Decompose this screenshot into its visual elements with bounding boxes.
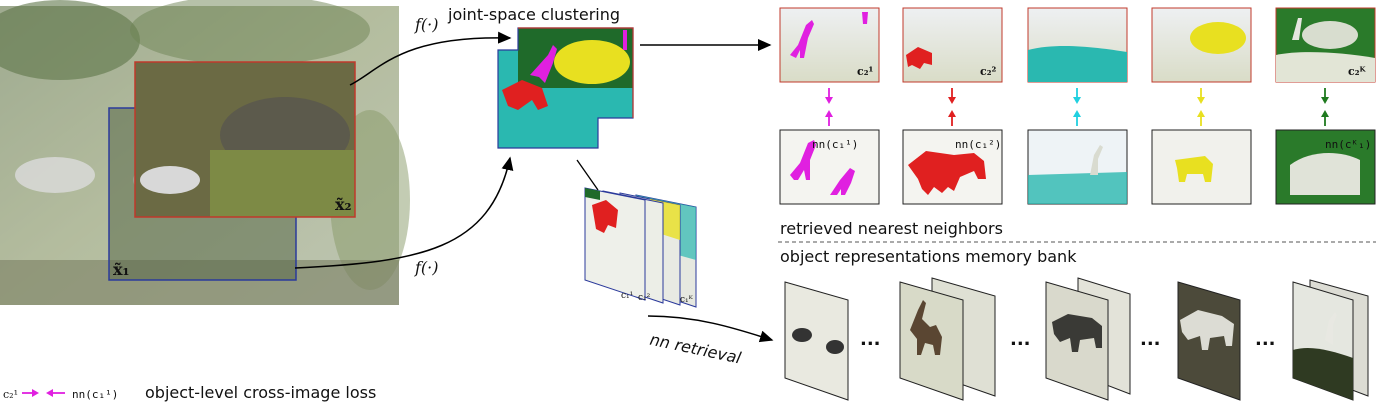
stack-label-1: c₁¹ [621, 291, 633, 301]
view-x2 [134, 61, 356, 218]
memory-bank-title: object representations memory bank [780, 247, 1077, 266]
nn-retrieval-label: nn retrieval [648, 330, 743, 368]
loss-arrowhead-down-1 [825, 97, 833, 104]
nn-2-label: nn(c₁²) [955, 138, 1001, 151]
loss-arrowhead-down-2 [948, 97, 956, 104]
memory-item-3 [1045, 277, 1131, 401]
nn-k-label: nn(cᴷ₁) [1325, 138, 1371, 151]
cluster-thumb-3 [1027, 7, 1128, 83]
loss-arrowhead-up-2 [948, 110, 956, 117]
f-bottom-arrow [294, 156, 514, 269]
memory-item-2 [899, 277, 996, 401]
x2-label: x̃₂ [335, 195, 352, 214]
stack-label-k: c₁ᴷ [680, 295, 694, 305]
joint-cluster-map [497, 27, 634, 149]
cluster-thumb-2 [902, 7, 1003, 83]
stack-label-2: c₁² [638, 293, 651, 303]
legend-arrows [22, 389, 65, 397]
f-top-label: f(·) [414, 15, 439, 34]
x1-label: x̃₁ [113, 260, 130, 279]
nn-thumb-4 [1151, 129, 1252, 205]
loss-arrowhead-up-3 [1073, 110, 1081, 117]
legend-description: object-level cross-image loss [145, 383, 376, 402]
to-stack-line [576, 159, 599, 191]
nn-thumb-1 [779, 129, 880, 205]
cluster-thumb-4 [1151, 7, 1252, 83]
memory-item-4 [1177, 281, 1241, 401]
memory-item-1 [784, 281, 849, 401]
cluster-thumb-5 [1275, 7, 1376, 83]
ellipsis-3: ... [1140, 329, 1161, 350]
loss-arrowhead-up-4 [1197, 110, 1205, 117]
cluster-k-label: c₂ᴷ [1348, 65, 1367, 78]
loss-arrowhead-down-3 [1073, 97, 1081, 104]
loss-arrowhead-down-4 [1197, 97, 1205, 104]
ellipsis-4: ... [1255, 329, 1276, 350]
legend-c2-label: c₂¹ [3, 388, 18, 401]
nn-thumb-5 [1275, 129, 1376, 205]
memory-item-5 [1292, 279, 1369, 401]
cluster-thumb-1 [779, 7, 880, 83]
nn-retrieval-arrow [647, 315, 774, 343]
joint-space-clustering-title: joint-space clustering [447, 5, 620, 24]
loss-arrows [825, 88, 1329, 126]
ellipsis-1: ... [860, 329, 881, 350]
retrieved-nn-title: retrieved nearest neighbors [780, 219, 1003, 238]
ellipsis-2: ... [1010, 329, 1031, 350]
loss-arrowhead-up-1 [825, 110, 833, 117]
f-top-arrow [349, 31, 512, 86]
nn-thumb-3 [1027, 129, 1128, 205]
nn-1-label: nn(c₁¹) [812, 138, 858, 151]
loss-arrowhead-down-5 [1321, 97, 1329, 104]
legend-nn-label: nn(c₁¹) [72, 388, 118, 401]
cluster-stack [584, 187, 697, 308]
loss-arrowhead-up-5 [1321, 110, 1329, 117]
nn-thumb-2 [902, 129, 1003, 205]
cluster-2-label: c₂² [980, 65, 997, 78]
cluster-1-label: c₂¹ [857, 65, 874, 78]
f-bottom-label: f(·) [414, 258, 439, 277]
